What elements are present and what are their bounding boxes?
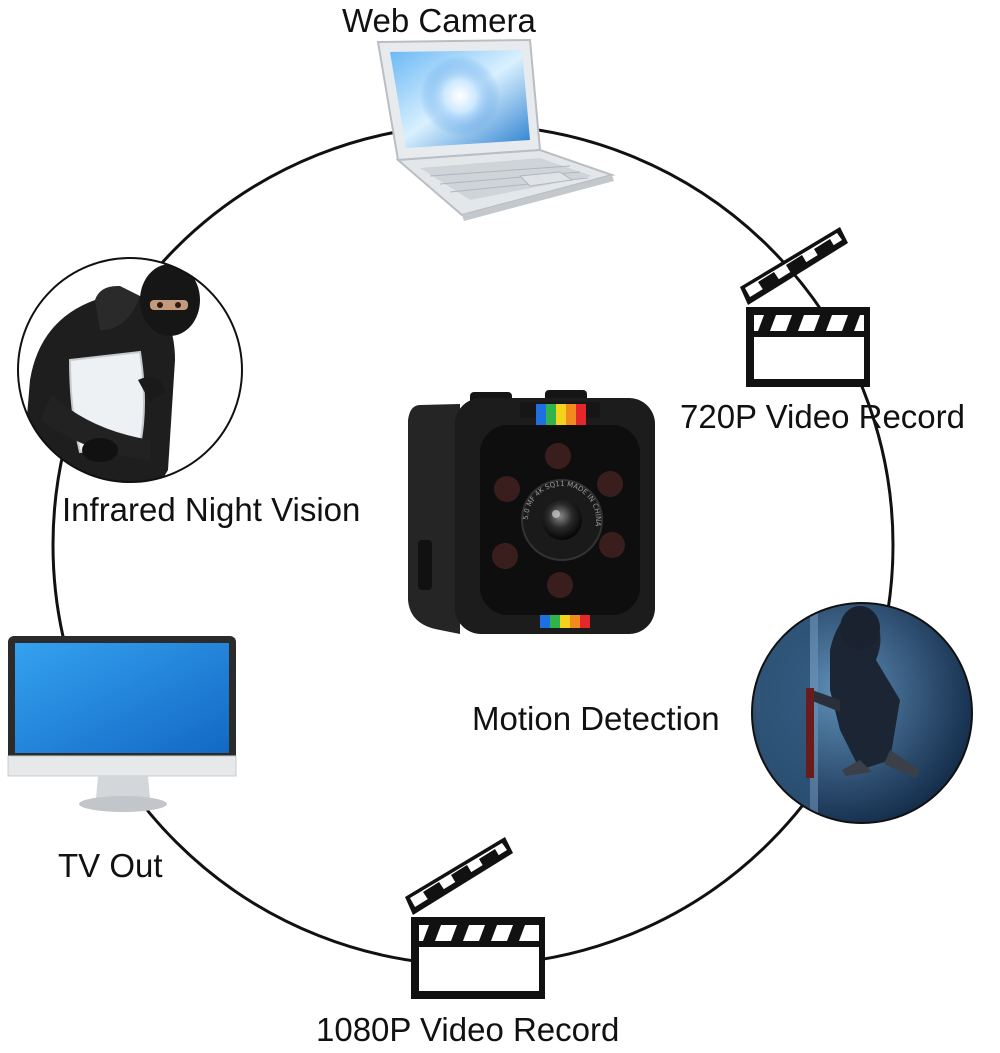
label-infrared-night-vision: Infrared Night Vision (62, 491, 361, 528)
label-motion-detection: Motion Detection (472, 700, 720, 737)
laptop-icon (376, 38, 616, 221)
monitor-icon (7, 636, 237, 812)
label-1080p-video-record: 1080P Video Record (316, 1011, 620, 1048)
label-web-camera: Web Camera (342, 2, 536, 39)
label-720p-video-record: 720P Video Record (680, 398, 965, 435)
clapperboard-icon (405, 837, 545, 999)
clapperboard-icon (740, 227, 870, 387)
motion-detection-image (751, 602, 973, 824)
burglar-image (17, 257, 243, 483)
spy-camera-image: 5.0 MF 4K SQ11 MADE IN CHINA (408, 390, 655, 634)
label-tv-out: TV Out (58, 847, 163, 884)
